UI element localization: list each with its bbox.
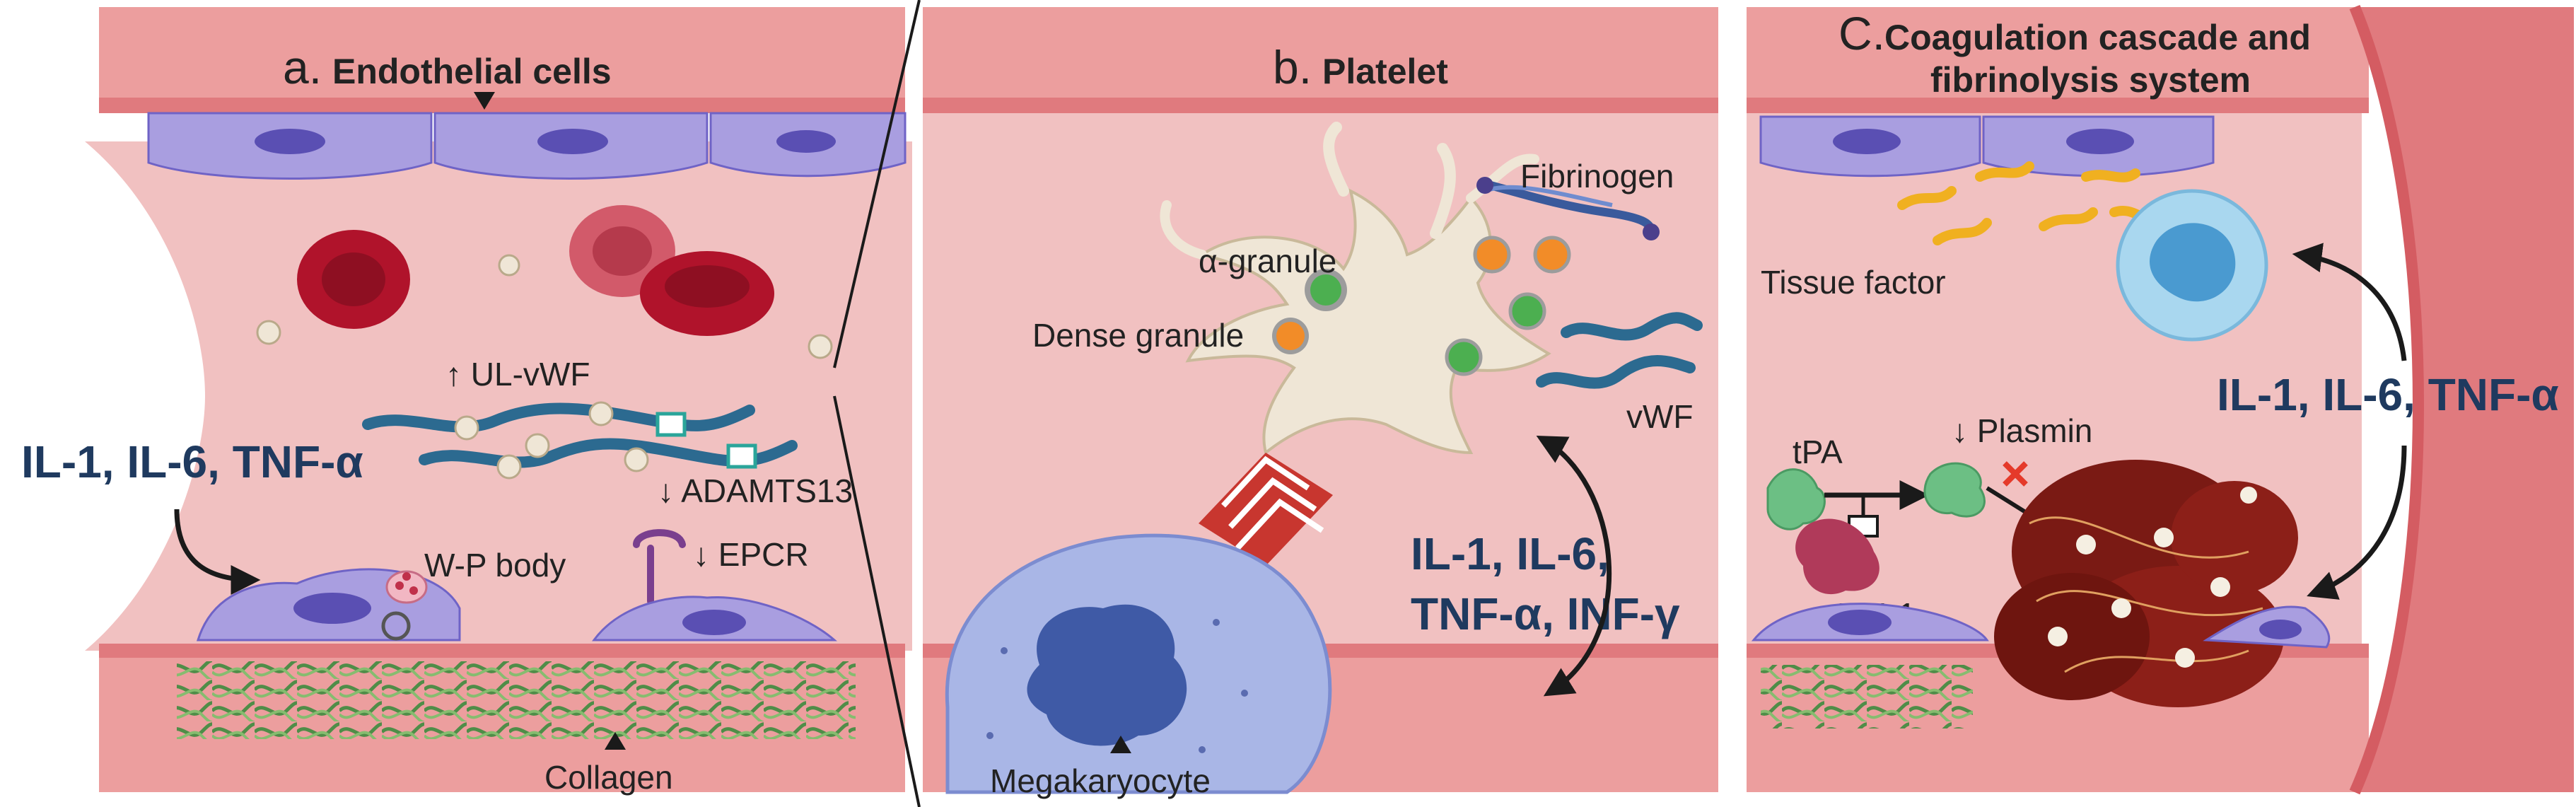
endothelial-cells-bottom-c [1751, 603, 2331, 649]
cytokine-arrow-a [174, 509, 261, 595]
vessel-wall-top-b [923, 7, 1718, 106]
collagen-fibers [177, 661, 856, 739]
red-blood-cell-icon [297, 230, 410, 329]
label-adamts13: ↓ ADAMTS13 [658, 472, 853, 509]
panel-a: a. Endothelial cells [0, 0, 912, 807]
tpa-icon [1766, 468, 1826, 530]
fibrinogen-icon [1476, 177, 1660, 240]
cytokine-arrow-c-down [2307, 445, 2407, 600]
platelet-icon [808, 334, 833, 359]
plasmin-icon [1923, 462, 1986, 518]
cytokine-arrow-b [1536, 435, 1612, 697]
vwf-multimer-icon [1536, 312, 1703, 389]
epcr-receptor-icon [633, 529, 686, 605]
cytokines-b-line1: IL-1, IL-6, [1411, 528, 1609, 579]
endothelial-cells-top-c [1759, 115, 2215, 178]
label-fibrinogen: Fibrinogen [1520, 158, 1674, 195]
cytokines-a: IL-1, IL-6, TNF-α [21, 436, 363, 487]
panel-title-a: Endothelial cells [332, 52, 612, 91]
label-megakaryocyte: Megakaryocyte [990, 762, 1211, 799]
platelet-icon [256, 320, 281, 345]
endothelial-cell-epcr [592, 596, 837, 641]
panel-c: C. Coagulation cascade and fibrinolysis … [1725, 4, 2574, 795]
platelet-icon [498, 254, 520, 277]
platelet-icon [1160, 122, 1551, 455]
endothelial-cells-top-a [147, 112, 907, 180]
label-dense-granule: Dense granule [1032, 317, 1244, 354]
cytokines-b-line2: TNF-α, INF-γ [1411, 588, 1680, 639]
panel-letter-c: C. [1838, 7, 1885, 59]
clot-icon [1994, 460, 2298, 707]
label-collagen: Collagen [544, 759, 673, 796]
megakaryocyte-icon [945, 533, 1332, 794]
alpha-granule-icon [1508, 292, 1546, 330]
red-blood-cell-icon [640, 251, 774, 336]
zoom-line-top [833, 0, 921, 368]
label-tissue-factor: Tissue factor [1761, 264, 1946, 301]
dense-granule-icon [1473, 236, 1511, 274]
panel-letter-a: a. [283, 41, 322, 93]
panel-letter-b: b. [1273, 41, 1312, 93]
pointer-triangle-megakaryocyte [1110, 736, 1131, 753]
dense-granule-icon [1272, 318, 1309, 354]
label-tpa: tPA [1793, 434, 1843, 470]
alpha-granule-icon [1305, 269, 1347, 311]
activated-endothelial-cell [196, 568, 461, 641]
panel-b: b. Platelet α-granule Dense granule [923, 7, 1718, 799]
pointer-triangle-collagen [605, 732, 626, 750]
pointer-triangle-a [474, 92, 495, 110]
pai1-icon [1795, 518, 1879, 595]
monocyte-icon [2116, 189, 2268, 342]
inhibition-x-icon [2003, 461, 2028, 487]
label-vwf: vWF [1626, 398, 1694, 435]
panel-title-c-line2: fibrinolysis system [1930, 60, 2251, 100]
panel-title-c-line1: Coagulation cascade and [1884, 18, 2311, 57]
label-ul-vwf: ↑ UL-vWF [445, 356, 590, 393]
vessel-wall-top-a [99, 7, 905, 106]
adamts13-icon [655, 412, 757, 469]
cytokine-arrow-c-up [2292, 243, 2407, 361]
label-alpha-granule: α-granule [1199, 243, 1336, 279]
zoom-line-bottom [833, 395, 921, 807]
label-plasmin: ↓ Plasmin [1952, 412, 2092, 449]
collagen-fibers-c [1761, 665, 1973, 728]
production-arrow-icon [1199, 453, 1333, 566]
label-wp-body: W-P body [424, 547, 566, 584]
alpha-granule-icon [1445, 338, 1483, 376]
cytokines-c: IL-1, IL-6, TNF-α [2217, 369, 2559, 420]
vessel-wall-top-c [1747, 7, 2369, 106]
panel-title-b: Platelet [1322, 52, 1448, 91]
label-epcr: ↓ EPCR [693, 536, 809, 573]
dense-granule-icon [1533, 236, 1571, 274]
